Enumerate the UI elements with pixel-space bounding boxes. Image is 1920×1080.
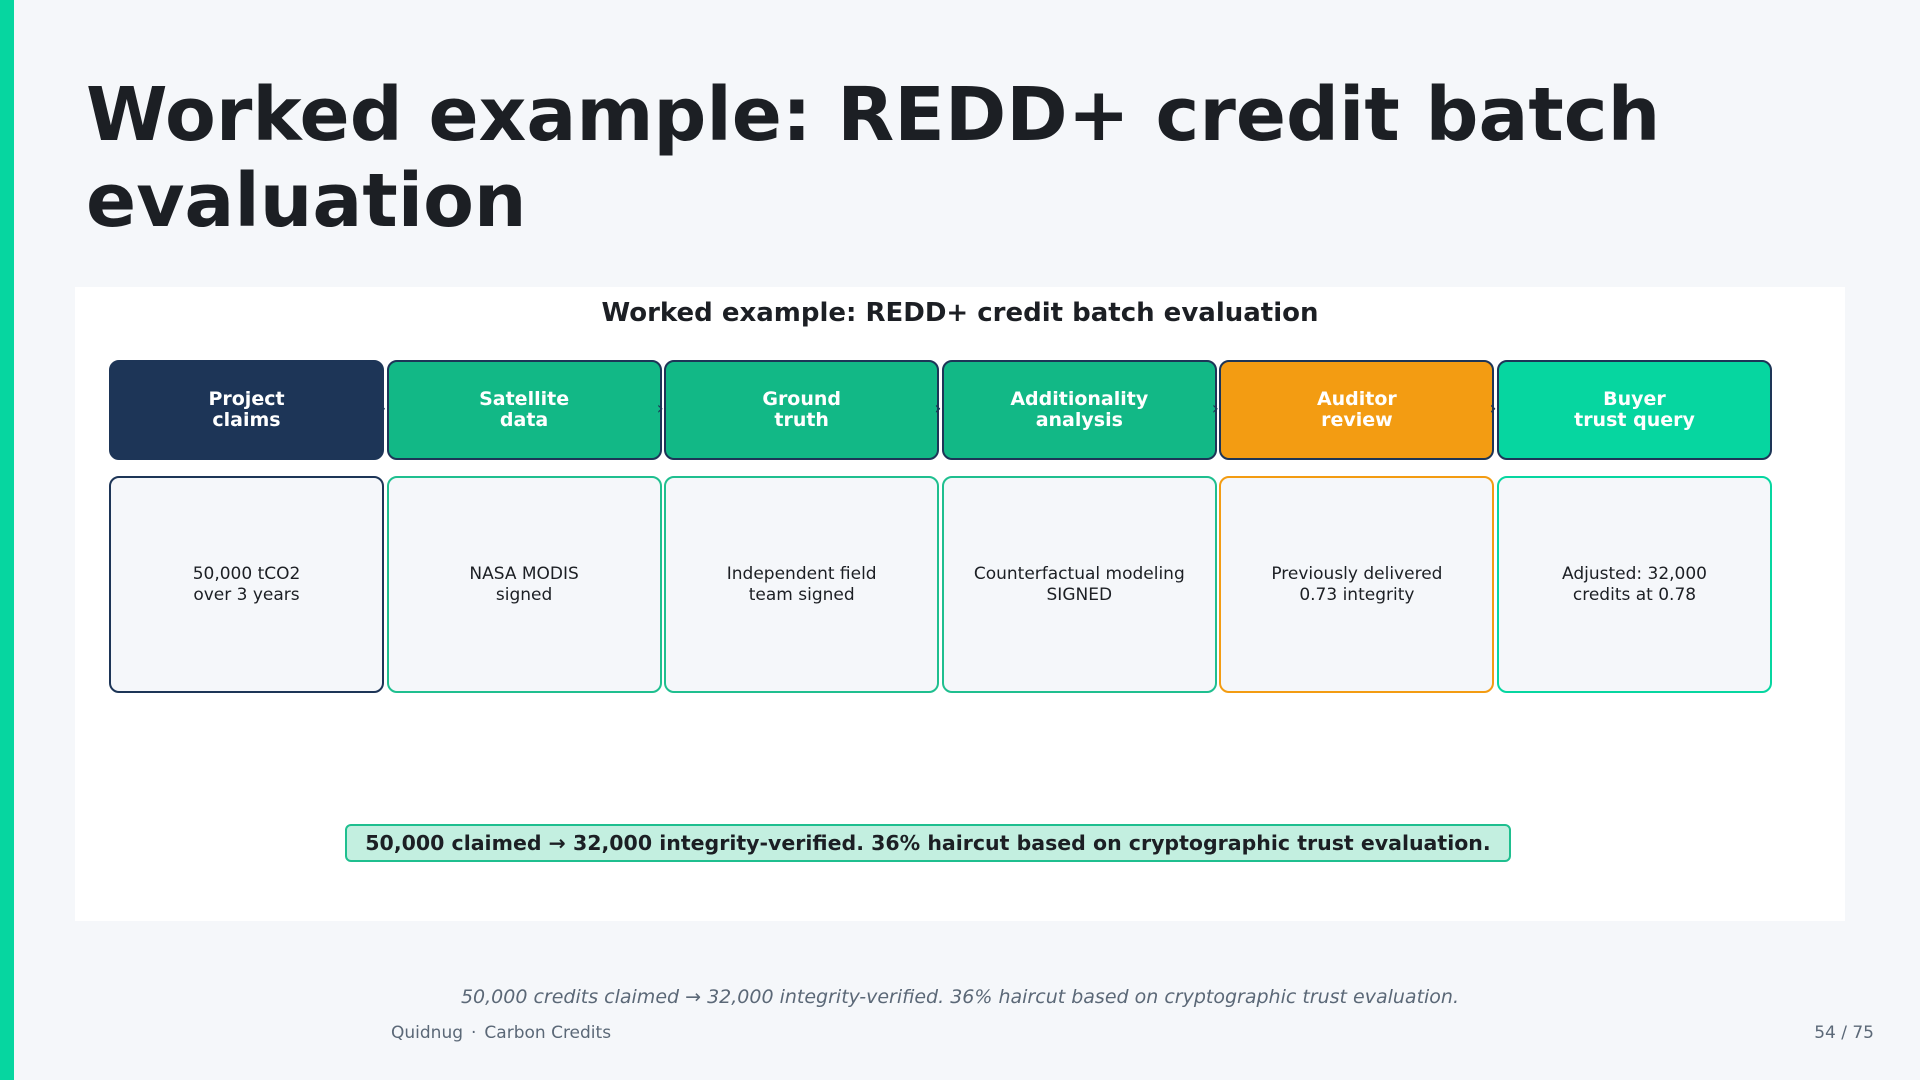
stage-auditor-review: Auditor review	[1219, 360, 1495, 460]
diagram-panel: Worked example: REDD+ credit batch evalu…	[75, 287, 1845, 921]
stage-ground-truth: Ground truth	[664, 360, 940, 460]
detail-box-satellite-data: NASA MODIS signed	[386, 476, 662, 693]
footer-separator: ·	[471, 1023, 477, 1043]
accent-bar	[0, 0, 14, 1080]
detail-box-auditor-review: Previously delivered 0.73 integrity	[1219, 476, 1495, 693]
detail-box-ground-truth: Independent field team signed	[664, 476, 940, 693]
detail-text: Counterfactual modeling SIGNED	[973, 563, 1185, 605]
detail-text: Independent field team signed	[726, 563, 877, 605]
summary-callout: 50,000 claimed → 32,000 integrity-verifi…	[345, 824, 1511, 862]
flow-arrow-icon: ›	[1489, 398, 1497, 419]
flow-arrow-icon: ›	[1211, 398, 1219, 419]
page-number: 54 / 75	[1814, 1023, 1874, 1043]
detail-box-project-claims: 50,000 tCO2 over 3 years	[109, 476, 384, 693]
slide-caption: 50,000 credits claimed → 32,000 integrit…	[460, 986, 1460, 1008]
flow-arrow-icon: ›	[656, 398, 664, 419]
slide-title: Worked example: REDD+ credit batch evalu…	[86, 72, 1661, 244]
stage-label: Satellite data	[479, 388, 570, 431]
stage-label: Additionality analysis	[1010, 388, 1149, 431]
stage-project-claims: Project claims	[109, 360, 384, 460]
stage-buyer-trust-query: Buyer trust query	[1497, 360, 1772, 460]
stage-label: Project claims	[208, 388, 285, 431]
stage-label: Buyer trust query	[1574, 388, 1695, 431]
flow-arrow-icon: ›	[378, 398, 387, 419]
stage-label: Ground truth	[762, 388, 842, 431]
footer-section: Carbon Credits	[484, 1023, 612, 1043]
detail-box-buyer-trust-query: Adjusted: 32,000 credits at 0.78	[1497, 476, 1772, 693]
detail-text: Adjusted: 32,000 credits at 0.78	[1561, 563, 1707, 605]
detail-box-additionality-analysis: Counterfactual modeling SIGNED	[941, 476, 1217, 693]
footer-brand: Quidnug	[391, 1023, 464, 1043]
detail-text: 50,000 tCO2 over 3 years	[192, 563, 301, 605]
stage-label: Auditor review	[1316, 388, 1397, 431]
stage-additionality-analysis: Additionality analysis	[941, 360, 1217, 460]
flow-arrow-icon: ›	[934, 398, 942, 419]
diagram-title: Worked example: REDD+ credit batch evalu…	[601, 298, 1319, 328]
footer-brand-section: Quidnug · Carbon Credits	[391, 1023, 611, 1043]
stage-satellite-data: Satellite data	[386, 360, 662, 460]
detail-text: Previously delivered 0.73 integrity	[1271, 563, 1443, 605]
detail-text: NASA MODIS signed	[469, 563, 579, 605]
